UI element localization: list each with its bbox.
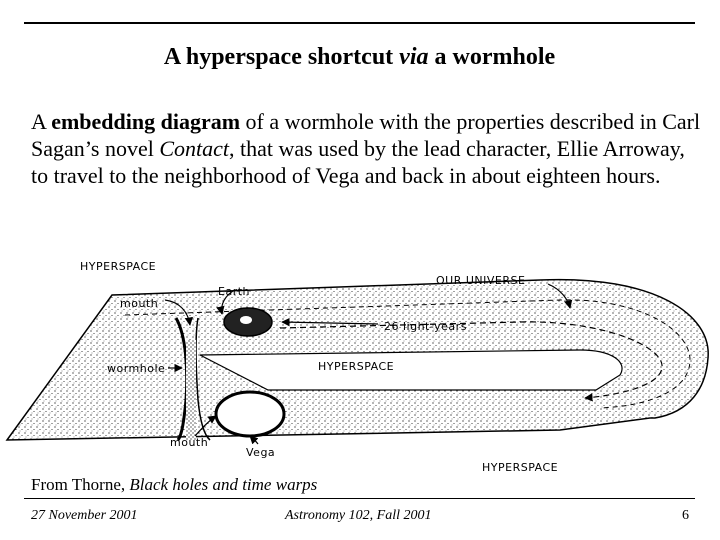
label-vega: Vega	[246, 446, 275, 459]
label-mouth-bottom: mouth	[170, 436, 208, 449]
label-hyperspace-bottom: HYPERSPACE	[482, 461, 558, 474]
title-suffix: a wormhole	[429, 44, 556, 70]
body-text-1: A	[31, 109, 51, 134]
bottom-rule	[24, 498, 695, 499]
label-our-universe: OUR UNIVERSE	[436, 274, 525, 287]
label-hyperspace-mid: HYPERSPACE	[318, 360, 394, 373]
footer-date: 27 November 2001	[31, 508, 138, 524]
label-hyperspace-top: HYPERSPACE	[80, 260, 156, 273]
earth-spot	[240, 316, 252, 324]
top-rule	[24, 22, 695, 24]
caption-book-title: Black holes and time warps	[129, 475, 317, 494]
wormhole-embedding-diagram: HYPERSPACE mouth Earth OUR UNIVERSE 26 l…	[0, 240, 720, 480]
title-italic: via	[399, 44, 428, 70]
label-mouth-top: mouth	[120, 297, 158, 310]
label-wormhole: wormhole	[107, 362, 165, 375]
body-italic-title: Contact	[159, 136, 229, 161]
caption-prefix: From Thorne,	[31, 475, 129, 494]
figure-caption: From Thorne, Black holes and time warps	[31, 475, 317, 495]
footer-course: Astronomy 102, Fall 2001	[285, 508, 431, 524]
slide-body: A embedding diagram of a wormhole with t…	[31, 108, 701, 189]
slide-title: A hyperspace shortcut via a wormhole	[24, 44, 695, 71]
label-distance: 26 light-years	[384, 320, 467, 333]
vega-mouth	[216, 392, 284, 436]
title-prefix: A hyperspace shortcut	[164, 44, 399, 70]
footer-page-number: 6	[682, 508, 689, 524]
label-earth: Earth	[218, 285, 250, 298]
body-bold-term: embedding diagram	[51, 109, 240, 134]
